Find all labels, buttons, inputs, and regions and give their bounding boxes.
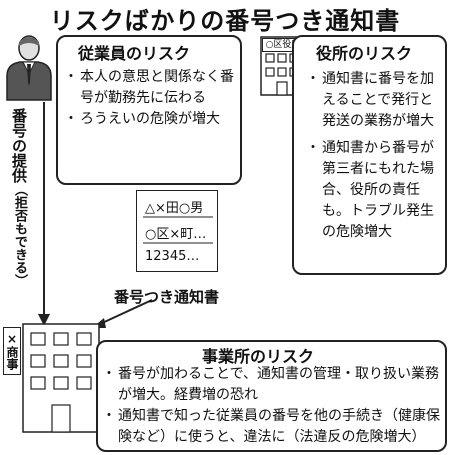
business-building-icon	[22, 323, 100, 433]
number-provision-label: 番号の提供（拒否もできる）	[10, 108, 28, 287]
employee-risk-box: 従業員のリスク 本人の意思と関係なく番号が勤務先に伝わる ろうえいの危険が増大	[56, 35, 242, 185]
notice-label: 番号つき通知書	[114, 288, 220, 306]
business-sign: ×商事	[3, 327, 21, 375]
list-item: 通知書から番号が第三者にもれた場合、役所の責任も。トラブル発生の危険増大	[306, 138, 444, 243]
list-item: 本人の意思と関係なく番号が勤務先に伝わる	[64, 67, 238, 109]
employee-person-icon	[6, 35, 52, 101]
business-risk-heading: 事業所のリスク	[202, 347, 315, 366]
list-item: 通知書に番号を加えることで発行と発送の業務が増大	[306, 69, 444, 132]
arrow-down-head	[38, 314, 50, 326]
notice-name-line: △×田○男	[145, 201, 204, 216]
office-risk-heading: 役所のリスク	[316, 44, 413, 63]
notice-address-line: ○区×町…	[145, 227, 207, 242]
arrow-diagonal-line	[99, 299, 153, 325]
provision-main-text: 番号の提供	[10, 108, 28, 183]
employee-risk-heading: 従業員のリスク	[78, 44, 191, 63]
numbered-notice-document: △×田○男 ○区×町… 12345…	[136, 190, 218, 272]
diagram-title: リスクばかりの番号つき通知書	[49, 7, 401, 35]
employee-risk-list: 本人の意思と関係なく番号が勤務先に伝わる ろうえいの危険が増大	[64, 67, 238, 130]
list-item: 通知書で知った従業員の番号を他の手続き（健康保険など）に使うと、違法に（法違反の…	[102, 406, 442, 448]
business-risk-list: 番号が加わることで、通知書の管理・取り扱い業務が増大。経費増の恐れ 通知書で知っ…	[102, 364, 442, 448]
list-item: 番号が加わることで、通知書の管理・取り扱い業務が増大。経費増の恐れ	[102, 364, 442, 406]
list-item: ろうえいの危険が増大	[64, 109, 238, 130]
business-risk-box: 事業所のリスク 番号が加わることで、通知書の管理・取り扱い業務が増大。経費増の恐…	[96, 340, 447, 452]
provision-paren-text: （拒否もできる）	[12, 183, 27, 287]
office-risk-list: 通知書に番号を加えることで発行と発送の業務が増大 通知書から番号が第三者にもれた…	[306, 69, 444, 243]
notice-number-line: 12345…	[145, 249, 200, 264]
office-risk-box: 役所のリスク 通知書に番号を加えることで発行と発送の業務が増大 通知書から番号が…	[292, 35, 447, 275]
notice-rules	[143, 216, 213, 244]
